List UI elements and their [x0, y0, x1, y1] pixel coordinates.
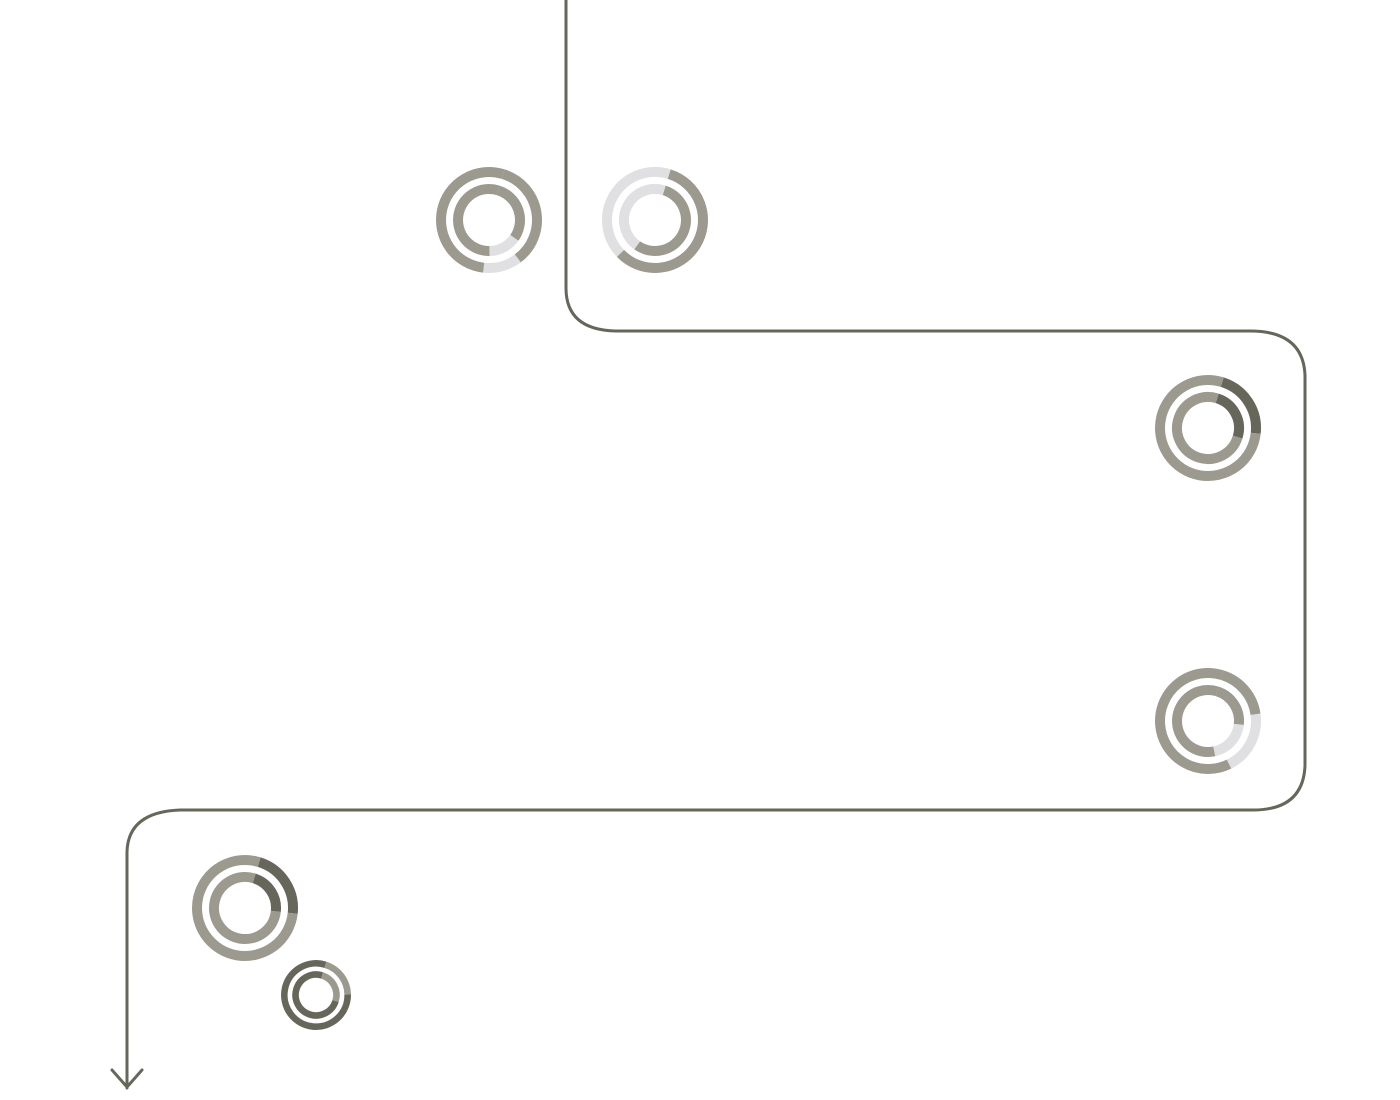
ring-segment [1212, 723, 1244, 757]
concentric-ring-gauge-icon [192, 855, 298, 961]
ring-segment [252, 873, 281, 913]
ring-segment [489, 234, 519, 256]
flow-path [125, 0, 1307, 1090]
ring-segment [209, 872, 281, 944]
ring-segment [453, 184, 500, 257]
ring-segment [616, 169, 708, 273]
ring-gap [1166, 679, 1250, 763]
ring-segment [192, 855, 298, 961]
ring-segment [257, 857, 298, 914]
ring-gap [447, 178, 531, 262]
ring-segment [324, 961, 351, 995]
ring-segment [1155, 668, 1232, 774]
ring-segment [1155, 375, 1261, 481]
ring-segment [436, 167, 505, 273]
ring-segment [602, 167, 671, 257]
ring-segment [634, 185, 691, 256]
ring-segment [1215, 686, 1244, 726]
ring-segment [619, 184, 666, 250]
ring-gap [288, 967, 344, 1023]
ring-segment [320, 972, 340, 1003]
ring-segment [483, 254, 521, 273]
ring-segment [1220, 670, 1261, 716]
concentric-ring-gauge-icon [1155, 668, 1261, 774]
ring-segment [496, 185, 525, 241]
arrow-down-icon [110, 1068, 144, 1089]
ring-segment [1215, 393, 1244, 439]
concentric-ring-gauge-icon [1155, 375, 1261, 481]
ring-segment [501, 169, 542, 263]
concentric-ring-gauge-icon [281, 960, 351, 1030]
concentric-ring-gauge-icon [602, 167, 708, 273]
ring-gap [203, 866, 287, 950]
ring-segment [281, 960, 351, 1030]
ring-segment [292, 971, 339, 1019]
ring-segment [1172, 685, 1219, 757]
ring-gap [613, 178, 697, 262]
ring-segment [1226, 713, 1261, 769]
concentric-ring-gauge-icon [436, 167, 542, 273]
ring-segment [1220, 377, 1261, 434]
ring-gap [1166, 386, 1250, 470]
ring-segment [1172, 392, 1243, 464]
